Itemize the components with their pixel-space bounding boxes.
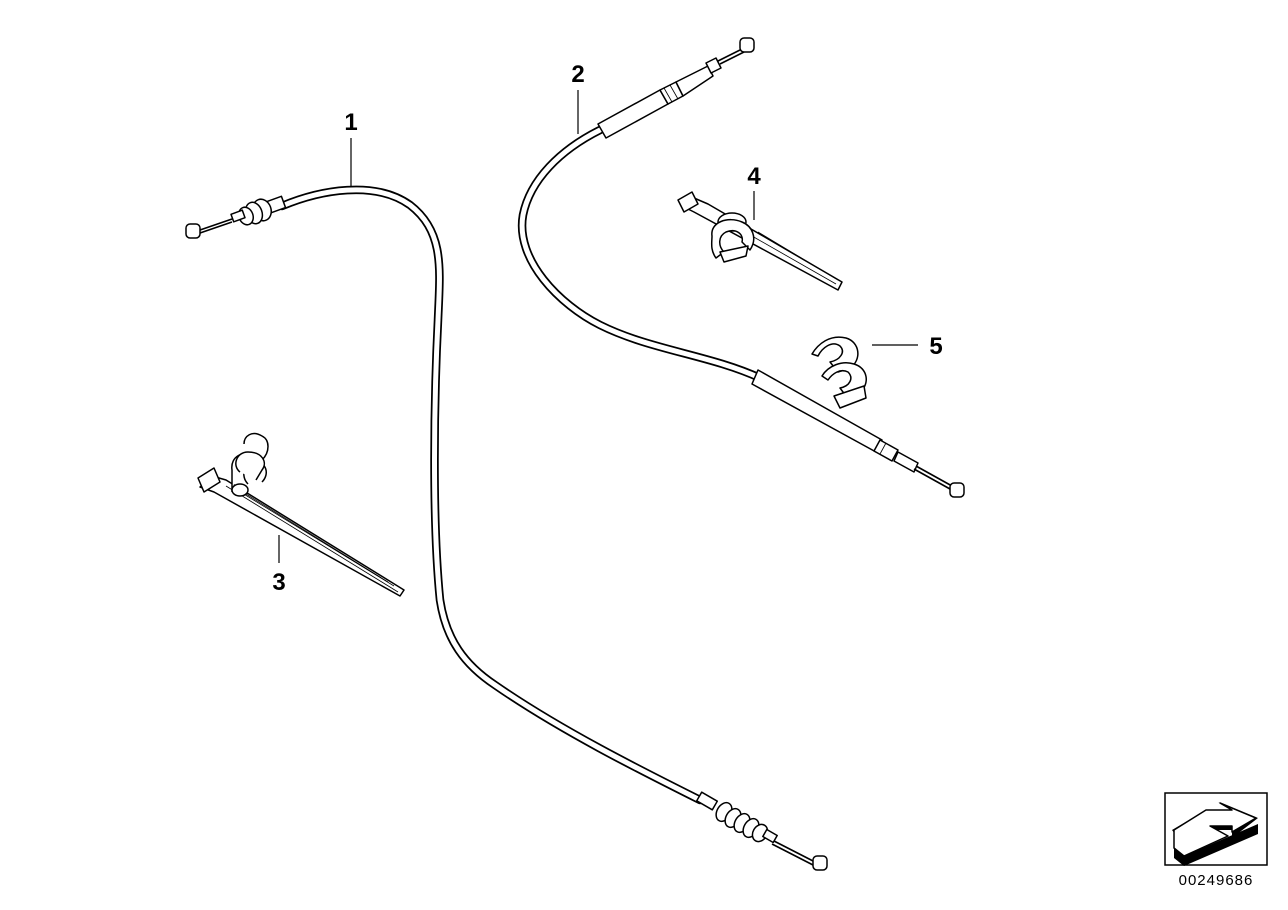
part-1-cable[interactable] (185, 185, 828, 871)
part-2-bottom-end (751, 369, 965, 498)
callout-5: 5 (929, 333, 942, 360)
leader-lines (278, 90, 918, 563)
part-3-cable-tie[interactable] (197, 432, 405, 597)
part-5-double-clip[interactable] (811, 336, 867, 409)
part-1-top-end (185, 195, 287, 239)
arrow-icon (1172, 802, 1258, 866)
part-1-bottom-end (695, 791, 828, 871)
part-2-cable[interactable] (517, 37, 965, 498)
part-2-bottom-nipple (949, 482, 965, 498)
part-1-top-nipple (185, 223, 201, 239)
diagram-code: 00249686 (1179, 872, 1254, 889)
part-2-top-nipple (739, 37, 755, 53)
part-1-bottom-nipple (812, 855, 828, 871)
part-3-clip (231, 432, 269, 497)
callout-1: 1 (344, 109, 357, 136)
part-4-cable-tie[interactable] (677, 191, 843, 291)
part-2-top-end (597, 37, 755, 139)
callout-2: 2 (571, 61, 584, 88)
diagram-badge: 00249686 (1164, 792, 1268, 889)
callout-3: 3 (272, 569, 285, 596)
part-4-clamp (710, 212, 755, 263)
callout-4: 4 (747, 163, 761, 190)
